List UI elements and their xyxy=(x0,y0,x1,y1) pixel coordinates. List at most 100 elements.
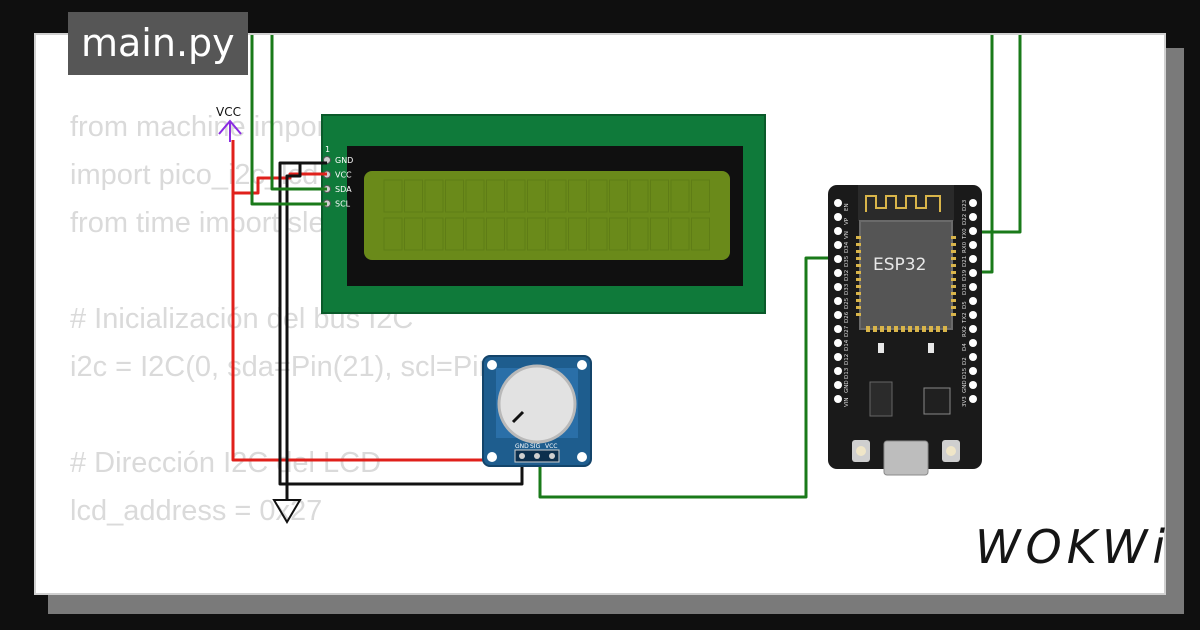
lcd-char-cell xyxy=(691,217,710,251)
lcd-pin-number: 1 xyxy=(325,145,330,154)
lcd-char-cell xyxy=(629,217,649,251)
esp32-pin-label: D13 xyxy=(844,367,850,379)
vcc-symbol[interactable]: VCC xyxy=(216,105,242,142)
code-line: from time import sleep xyxy=(70,207,357,239)
esp32-pin-right xyxy=(969,255,977,263)
lcd-char-cell xyxy=(424,179,444,213)
esp32-pin-left xyxy=(834,381,842,389)
esp32-pin-left xyxy=(834,353,842,361)
pot-pin xyxy=(549,453,555,459)
esp32-pin-label: D19 xyxy=(962,269,968,281)
module-pad xyxy=(951,306,956,309)
esp32-pin-left xyxy=(834,199,842,207)
lcd-char-cell xyxy=(506,179,526,213)
usb-uart-chip xyxy=(923,387,951,415)
mount-hole-icon xyxy=(487,360,497,370)
esp32-pin-right xyxy=(969,199,977,207)
module-pad xyxy=(856,243,861,246)
esp32-pin-right xyxy=(969,353,977,361)
module-pad xyxy=(929,326,933,332)
lcd-char-cell xyxy=(588,179,608,213)
module-pad xyxy=(856,299,861,302)
pot-pin-label: GND xyxy=(515,443,529,450)
module-pad xyxy=(951,243,956,246)
module-pad xyxy=(856,313,861,316)
esp32-pin-label: D5 xyxy=(962,301,968,309)
esp32-pin-label: VIN xyxy=(844,398,850,408)
module-pad xyxy=(856,250,861,253)
esp32-pin-right xyxy=(969,269,977,277)
ground-symbol[interactable] xyxy=(272,499,302,524)
wire-sda-green xyxy=(270,35,327,191)
lcd-char-cell xyxy=(588,217,608,251)
esp32-devkit[interactable]: ESP32 ENVPVND34D35D32D33D25D26D27D14D12D… xyxy=(828,185,982,476)
lcd-char-cell xyxy=(670,179,690,213)
lcd-pin-label: VCC xyxy=(335,171,352,180)
lcd-char-cell xyxy=(691,179,710,213)
lcd-char-cell xyxy=(465,179,485,213)
lcd-char-cell xyxy=(506,217,526,251)
esp32-pin-label: D27 xyxy=(844,325,850,337)
module-pad xyxy=(915,326,919,332)
module-pad xyxy=(856,264,861,267)
module-pad xyxy=(951,299,956,302)
esp32-pin-right xyxy=(969,241,977,249)
wire-gnd-black-1 xyxy=(278,161,524,486)
esp32-pin-label: D21 xyxy=(962,256,968,267)
esp32-pin-right xyxy=(969,311,977,319)
esp32-pin-left xyxy=(834,325,842,333)
file-title-badge[interactable]: main.py xyxy=(68,12,248,75)
usb-port xyxy=(883,440,929,476)
lcd-char-cell xyxy=(383,217,403,251)
mount-hole-icon xyxy=(577,452,587,462)
esp32-pin-label: RX2 xyxy=(962,326,968,337)
code-line: # Inicialización del LCD xyxy=(70,583,556,593)
lcd-char-cell xyxy=(568,179,587,213)
code-line: lcd_address = 0x27 xyxy=(70,495,323,527)
esp32-pin-label: GND xyxy=(844,380,850,393)
wire-vcc-lcd xyxy=(231,172,327,195)
pot-knob xyxy=(497,364,577,444)
esp32-pin-left xyxy=(834,339,842,347)
module-pad xyxy=(887,326,891,332)
wokwi-logo: WOKWi xyxy=(975,520,1171,574)
module-pad xyxy=(856,306,861,309)
pot-pin-label: SIG xyxy=(530,443,541,450)
esp32-pin-right xyxy=(969,283,977,291)
lcd-pin-label: SDA xyxy=(335,185,352,194)
esp32-pin-label: D4 xyxy=(962,343,968,351)
esp32-pin-right xyxy=(969,325,977,333)
lcd-char-cell xyxy=(404,217,423,251)
module-pad xyxy=(894,326,898,332)
lcd-char-cell xyxy=(650,179,669,213)
esp32-pin-label: D14 xyxy=(844,339,850,351)
esp32-pin-left xyxy=(834,227,842,235)
module-pad xyxy=(880,326,884,332)
wires xyxy=(231,35,1022,500)
esp32-pin-left xyxy=(834,213,842,221)
esp32-pin-label: VP xyxy=(844,217,850,225)
esp32-pin-label: RX0 xyxy=(962,241,968,253)
wire-scl-green xyxy=(250,35,327,206)
esp32-pin-label: D32 xyxy=(844,270,850,281)
lcd-char-cell xyxy=(424,217,444,251)
module-pad xyxy=(951,236,956,239)
esp32-pin-label: D12 xyxy=(844,354,850,365)
esp32-pin-label: VN xyxy=(844,231,850,239)
lcd-pin-label: GND xyxy=(335,156,353,165)
lcd-char-cell xyxy=(486,179,505,213)
esp32-pin-headers: ENVPVND34D35D32D33D25D26D27D14D12D13GNDV… xyxy=(834,199,977,407)
vcc-label: VCC xyxy=(216,105,241,119)
wire-gnd-black-2 xyxy=(285,162,302,500)
lcd-char-grid xyxy=(383,179,710,251)
lcd-char-cell xyxy=(568,217,587,251)
module-pad xyxy=(922,326,926,332)
esp32-pin-label: 3V3 xyxy=(962,396,968,407)
esp32-pin-label: TX0 xyxy=(962,228,968,240)
module-pad xyxy=(908,326,912,332)
lcd-char-cell xyxy=(547,179,567,213)
module-pad xyxy=(856,257,861,260)
